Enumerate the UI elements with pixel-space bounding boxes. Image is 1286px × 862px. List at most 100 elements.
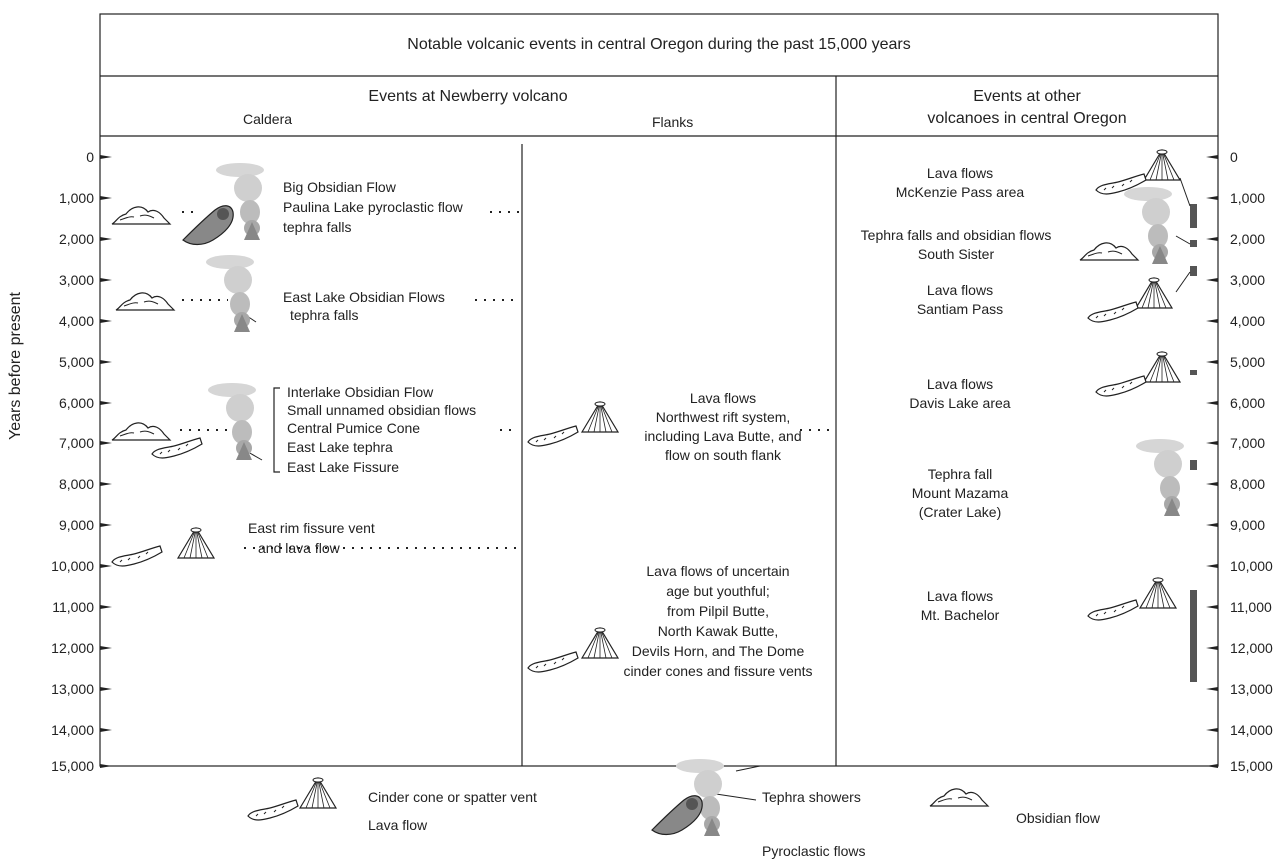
santiam-cone [1135, 277, 1173, 309]
event-text: East rim fissure vent [248, 520, 375, 536]
tick-label: 4,000 [1230, 313, 1266, 329]
tick-label: 15,000 [51, 758, 94, 774]
caldera-plume-3500 [206, 255, 254, 332]
mckenzie-cone [1143, 149, 1181, 181]
tick-label: 0 [1230, 149, 1238, 165]
legend-tephra-label: Tephra showers [762, 789, 861, 805]
tick-label: 5,000 [1230, 354, 1266, 370]
event-text: Interlake Obsidian Flow [287, 384, 434, 400]
event-text: Paulina Lake pyroclastic flow [283, 199, 463, 215]
tick-label: 6,000 [58, 395, 94, 411]
dotted-connectors [180, 211, 834, 549]
tick-label: 6,000 [1230, 395, 1266, 411]
event-text: East Lake tephra [287, 439, 393, 455]
tick-label: 1,000 [58, 190, 94, 206]
event-text: North Kawak Butte, [657, 623, 779, 639]
tick-label: 11,000 [1230, 599, 1272, 615]
event-text: Lava flows [926, 165, 994, 181]
tick-label: 8,000 [1230, 476, 1266, 492]
event-text: age but youthful; [666, 583, 770, 599]
tick-label: 12,000 [1230, 640, 1273, 656]
header-other-line1: Events at other [973, 88, 1081, 105]
tick-label: 4,000 [58, 313, 94, 329]
legend-obsidian-label: Obsidian flow [1016, 810, 1101, 826]
flank-lava-11500 [527, 651, 579, 673]
caldera-lava-6800 [151, 437, 203, 459]
legend-lava-label: Lava flow [368, 817, 428, 833]
event-text: Tephra falls and obsidian flows [860, 227, 1052, 243]
tick-label: 9,000 [1230, 517, 1266, 533]
tick-label: 7,000 [1230, 435, 1266, 451]
tick-label: 1,000 [1230, 190, 1266, 206]
outer-frame [99, 13, 1219, 767]
tick-label: 10,000 [51, 558, 94, 574]
tick-label: 13,000 [51, 681, 94, 697]
event-text: Big Obsidian Flow [283, 179, 396, 195]
davis-cone [1143, 351, 1181, 383]
event-text: Lava flows [926, 588, 994, 604]
caldera-plume-6800 [208, 383, 256, 460]
event-text: South Sister [917, 246, 995, 262]
event-text: flow on south flank [665, 447, 781, 463]
event-text: Small unnamed obsidian flows [287, 402, 477, 418]
tick-label: 11,000 [52, 599, 94, 615]
left-tick-marks [100, 155, 112, 768]
event-text: Santiam Pass [916, 301, 1004, 317]
bachelor-lava [1087, 599, 1139, 621]
tick-label: 8,000 [58, 476, 94, 492]
event-text: Lava flows [926, 376, 994, 392]
header-other-line2: volcanoes in central Oregon [927, 110, 1127, 127]
event-text: tephra falls [290, 307, 359, 323]
y-axis-label: Years before present [7, 292, 24, 440]
event-text: Lava flows [689, 390, 757, 406]
event-text: East Lake Obsidian Flows [283, 289, 445, 305]
south-sister-obsidian [1079, 242, 1139, 261]
event-text: Mount Mazama [911, 485, 1009, 501]
diagram-title: Notable volcanic events in central Orego… [407, 36, 911, 53]
event-text: cinder cones and fissure vents [623, 663, 813, 679]
caldera-pyroclastic-1000 [182, 205, 234, 246]
caldera-obsidian-3500 [115, 292, 175, 311]
legend-lava-icon [247, 799, 299, 821]
tick-label: 3,000 [58, 272, 94, 288]
legend-pyroclastic-label: Pyroclastic flows [762, 843, 866, 859]
event-text: from Pilpil Butte, [667, 603, 769, 619]
event-text: Northwest rift system, [655, 409, 791, 425]
legend-obsidian-icon [929, 788, 989, 807]
flank-lava-6800 [527, 425, 579, 447]
davis-lava [1095, 375, 1147, 397]
caldera-cone-11000 [177, 527, 215, 559]
mazama-plume [1136, 439, 1184, 516]
caldera-obsidian-1000 [111, 206, 171, 225]
interlake-bracket [273, 387, 280, 473]
legend-cone-icon [299, 777, 337, 809]
santiam-lava [1087, 301, 1139, 323]
event-text: Lava flows of uncertain [646, 563, 790, 579]
legend-pyroclastic-icon [651, 795, 703, 836]
caldera-lava-11000 [111, 545, 163, 567]
age-bars [1190, 204, 1197, 682]
event-text: Central Pumice Cone [287, 420, 421, 436]
event-text: Devils Horn, and The Dome [631, 643, 805, 659]
tick-label: 14,000 [1230, 722, 1273, 738]
tick-label: 2,000 [1230, 231, 1266, 247]
bachelor-cone [1139, 577, 1177, 609]
tick-label: 5,000 [58, 354, 94, 370]
event-text: (Crater Lake) [918, 504, 1002, 520]
header-newberry: Events at Newberry volcano [368, 88, 568, 105]
event-text: including Lava Butte, and [644, 428, 802, 444]
tick-label: 10,000 [1230, 558, 1273, 574]
tick-label: 2,000 [58, 231, 94, 247]
legend-cinder-label: Cinder cone or spatter vent [368, 789, 537, 805]
tick-label: 13,000 [1230, 681, 1273, 697]
event-text: Lava flows [926, 282, 994, 298]
tick-label: 14,000 [51, 722, 94, 738]
tick-label: 15,000 [1230, 758, 1273, 774]
tick-label: 9,000 [58, 517, 94, 533]
tick-label: 0 [86, 149, 94, 165]
event-text: Tephra fall [927, 466, 993, 482]
tick-label: 7,000 [58, 435, 94, 451]
event-text: Mt. Bachelor [920, 607, 1000, 623]
event-text: tephra falls [283, 219, 352, 235]
